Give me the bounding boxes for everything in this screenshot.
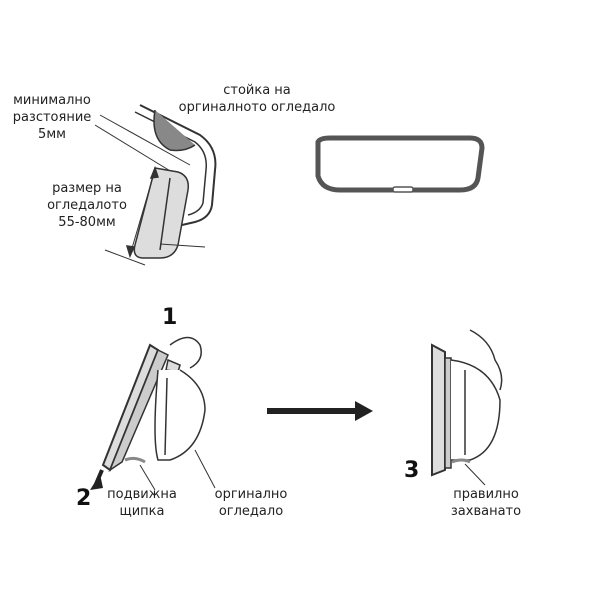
label-line: оргинално (214, 487, 288, 502)
mount-stem-label: стойка на оргиналното огледало (172, 82, 342, 116)
size-arrow-head-top (149, 165, 159, 179)
mounting-step-attached (431, 329, 503, 486)
original-mirror-base (153, 109, 196, 152)
rearview-mirror-front (315, 135, 485, 193)
step-1-number: 1 (162, 305, 178, 330)
side-view-mount (94, 104, 217, 266)
mount-stem-inner (134, 111, 208, 216)
label-line: подвижна (107, 487, 177, 502)
mounting-step-tilted (101, 336, 216, 491)
mirror-body (133, 167, 190, 259)
movable-clip-label: подвижна щипка (100, 486, 184, 520)
label-line: 5мм (38, 127, 66, 142)
step-2-number: 2 (76, 486, 92, 511)
label-line: огледало (218, 504, 284, 519)
label-line: правилно (453, 487, 519, 502)
label-line: захванато (450, 504, 522, 519)
original-mirror-label: оргинално огледало (206, 486, 296, 520)
label-line: огледалото (47, 198, 127, 213)
label-line: стойка на (223, 83, 291, 98)
label-line: размер на (52, 181, 122, 196)
label-line: минимално (13, 93, 91, 108)
mount-stem (139, 104, 217, 226)
size-arrow-head-bottom (125, 245, 136, 259)
size-arrow-line (129, 169, 156, 256)
right-arrow-icon (267, 401, 373, 421)
label-line: 55-80мм (58, 215, 116, 230)
label-line: разстояние (12, 110, 92, 125)
distance-line-1 (99, 114, 191, 166)
label-line: щипка (119, 504, 165, 519)
min-distance-label: минимално разстояние 5мм (6, 92, 98, 143)
label-line: оргиналното огледало (178, 100, 336, 115)
step-3-number: 3 (404, 458, 420, 483)
mirror-edge (159, 177, 171, 251)
mirror-size-label: размер на огледалото 55-80мм (44, 180, 130, 231)
properly-attached-label: правилно захванато (444, 486, 528, 520)
